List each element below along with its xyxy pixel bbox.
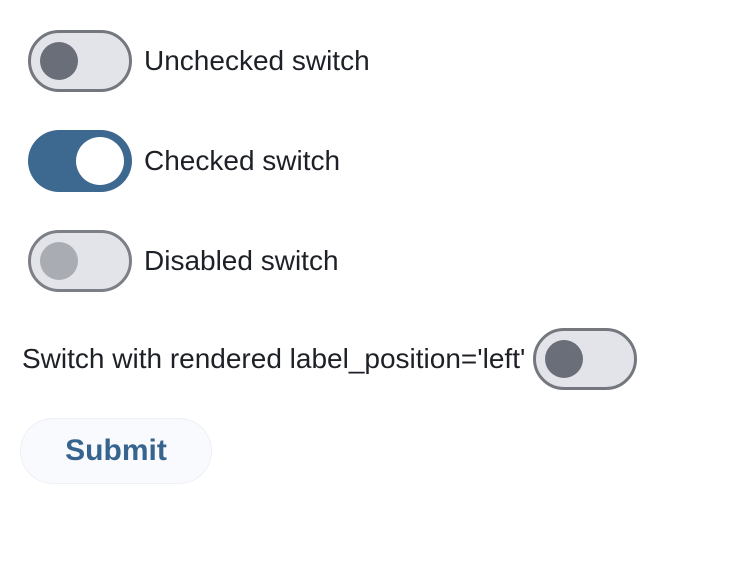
checked-switch[interactable] — [28, 130, 132, 192]
disabled-switch — [28, 230, 132, 292]
switch-label[interactable]: Switch with rendered label_position='lef… — [22, 343, 526, 375]
switch-form: Unchecked switch Checked switch Disabled… — [20, 30, 730, 484]
switch-thumb — [40, 42, 78, 80]
switch-thumb — [545, 340, 584, 378]
switch-label: Disabled switch — [144, 245, 339, 277]
submit-button[interactable]: Submit — [20, 418, 212, 484]
switch-row-checked: Checked switch — [28, 130, 730, 192]
switch-row-label-left: Switch with rendered label_position='lef… — [22, 328, 730, 390]
switch-row-unchecked: Unchecked switch — [28, 30, 730, 92]
switch-row-disabled: Disabled switch — [28, 230, 730, 292]
switch-thumb — [76, 137, 124, 185]
switch-label[interactable]: Checked switch — [144, 145, 341, 177]
unchecked-switch[interactable] — [28, 30, 132, 92]
label-left-switch[interactable] — [533, 328, 638, 390]
switch-thumb — [40, 242, 78, 280]
switch-label[interactable]: Unchecked switch — [144, 45, 370, 77]
